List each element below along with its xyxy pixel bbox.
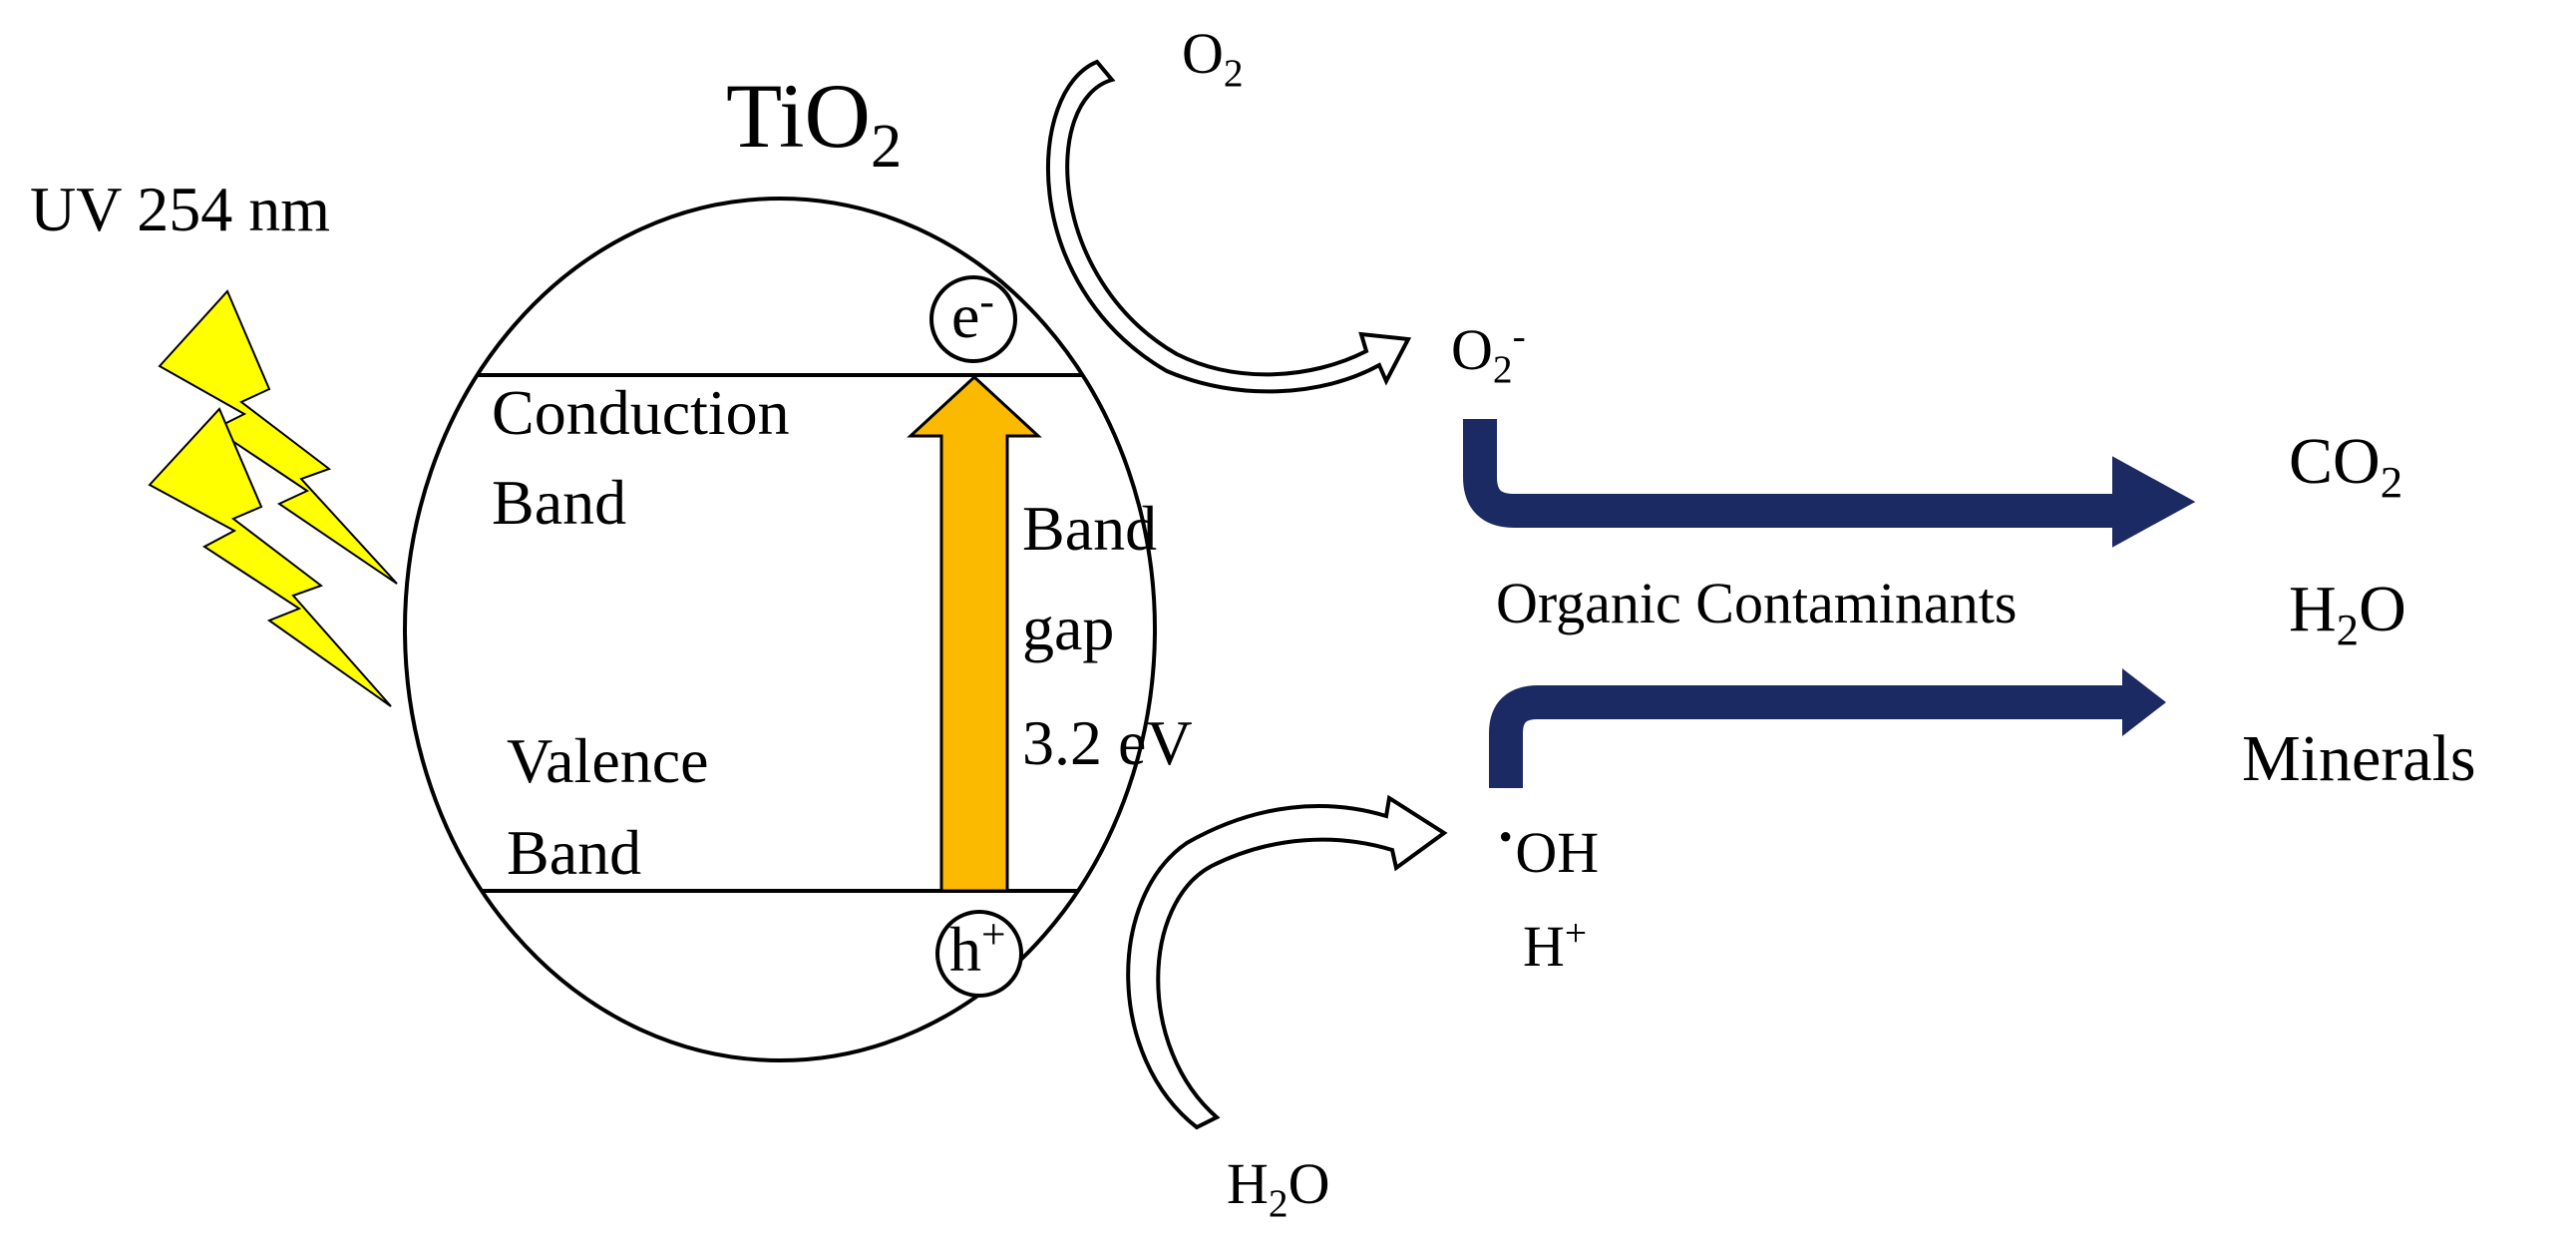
oxygen-reduction-arrow: [1046, 59, 1412, 394]
product-minerals-label: Minerals: [2242, 722, 2476, 795]
superoxide-sub: 2: [1492, 346, 1513, 391]
band-gap-label-line1: Band: [1022, 493, 1158, 564]
superoxide-to-products-arrow: [1463, 419, 2196, 548]
valence-band-label-line2: Band: [507, 817, 642, 888]
water-post: O: [1288, 1151, 1330, 1216]
proton-label: H+: [1523, 914, 1587, 976]
co2-base: CO: [2289, 425, 2381, 498]
oxygen-reactant-label: O2: [1182, 25, 1244, 93]
h2o-pre: H: [2289, 573, 2337, 645]
lightning-bolt-icon: [148, 407, 392, 707]
band-gap-value: 3.2 eV: [1022, 707, 1193, 778]
water-reactant-label: H2O: [1227, 1155, 1330, 1223]
organic-contaminants-label: Organic Contaminants: [1496, 571, 2018, 635]
h2o-sub: 2: [2336, 605, 2360, 655]
superoxide-label: O2-: [1451, 317, 1526, 389]
h2o-post: O: [2359, 573, 2406, 645]
water-sub: 2: [1268, 1180, 1288, 1225]
hole-label-sup: +: [981, 911, 1006, 960]
conduction-band-label-line1: Conduction: [492, 377, 790, 448]
hydroxyl-to-products-arrow: [1489, 668, 2166, 788]
water-oxidation-arrow: [1126, 794, 1448, 1130]
electron-circle: [929, 275, 1017, 363]
valence-band-label-line1: Valence: [507, 725, 709, 796]
radical-dot: ·: [1496, 803, 1516, 869]
product-h2o-label: H2O: [2289, 577, 2406, 652]
oxygen-sub: 2: [1223, 50, 1244, 95]
product-co2-label: CO2: [2289, 429, 2402, 505]
band-gap-label-line2: gap: [1022, 593, 1115, 663]
conduction-band-label-line2: Band: [492, 467, 627, 538]
electron-label-sup: -: [979, 277, 994, 326]
hole-label: h+: [949, 913, 1006, 982]
electron-label: e-: [951, 279, 994, 348]
superoxide-base: O: [1451, 317, 1493, 382]
hole-label-base: h: [949, 914, 981, 985]
tio2-title: TiO2: [726, 70, 902, 177]
hydroxyl-radical-label: ·OH: [1496, 807, 1599, 882]
proton-sup: +: [1564, 911, 1588, 956]
electron-label-base: e: [951, 280, 980, 351]
band-gap-arrow: [907, 374, 1042, 893]
co2-sub: 2: [2380, 457, 2403, 508]
hole-circle: [935, 910, 1023, 998]
oxygen-base: O: [1182, 21, 1224, 86]
water-pre: H: [1227, 1151, 1269, 1216]
hydroxyl-text: OH: [1515, 820, 1600, 885]
tio2-title-subscript: 2: [870, 111, 903, 182]
uv-label: UV 254 nm: [30, 174, 331, 244]
tio2-title-base: TiO: [726, 65, 871, 167]
proton-base: H: [1523, 914, 1565, 979]
superoxide-sup: -: [1512, 314, 1526, 359]
